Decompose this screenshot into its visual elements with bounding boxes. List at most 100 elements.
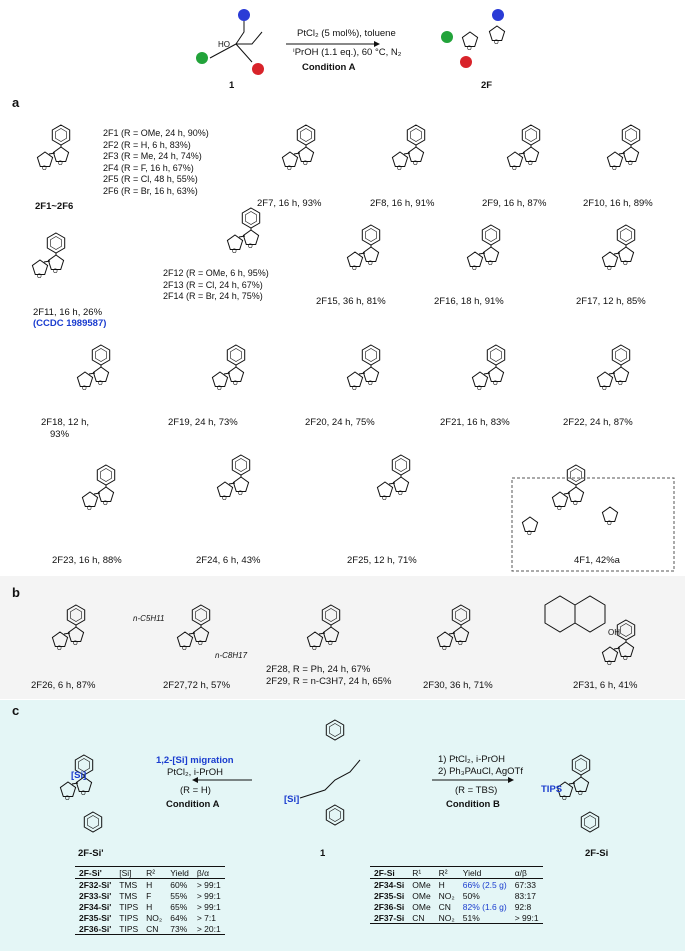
label-n-pentyl: n-C5H11 <box>133 614 165 623</box>
cell: 2F34-Si <box>374 879 405 890</box>
cell: OMe <box>412 901 431 912</box>
header-product-label: 2F <box>481 80 493 91</box>
caption-2f18-yield: 93% <box>50 429 70 440</box>
cell: 67:33 <box>514 879 536 890</box>
caption-2f15: 2F15, 36 h, 81% <box>316 296 386 307</box>
col-header: [Si] <box>115 866 143 879</box>
header-sm-label: 1 <box>229 80 235 91</box>
caption-2f27: 2F27,72 h, 57% <box>163 680 231 691</box>
caption-2f26: 2F26, 6 h, 87% <box>31 680 96 691</box>
col-header: R² <box>434 866 459 879</box>
cell: 2F36-Si <box>374 901 405 912</box>
cell: OMe <box>412 890 431 901</box>
caption-2f1-2f6: 2F1~2F6 <box>35 201 74 212</box>
si-label-sm: [Si] <box>284 794 300 805</box>
cell: H <box>438 879 445 890</box>
list-item: 2F2 (R = H, 6 h, 83%) <box>103 139 191 150</box>
cell: 55% <box>170 890 188 901</box>
cell: 92:8 <box>514 901 532 912</box>
caption-4f1: 4F1, 42%a <box>574 555 620 566</box>
col-header: 2F-Si' <box>75 866 116 879</box>
left-arrow-reagent: PtCl₂, i-PrOH <box>167 767 223 778</box>
left-arrow-cond: (R = H) <box>180 785 211 796</box>
cell: NO₂ <box>146 912 163 923</box>
cell: > 7:1 <box>196 912 216 923</box>
caption-2f30: 2F30, 36 h, 71% <box>423 680 493 691</box>
caption-2f25: 2F25, 12 h, 71% <box>347 555 417 566</box>
list-2f1-2f6: 2F1 (R = OMe, 24 h, 90%) 2F2 (R = H, 6 h… <box>103 128 209 197</box>
cell: 82% (1.6 g) <box>462 901 507 912</box>
list-item: 2F6 (R = Br, 16 h, 63%) <box>103 185 198 196</box>
panel-b-background <box>0 576 685 699</box>
cell: 64% <box>170 912 188 923</box>
cell: 2F33-Si' <box>79 890 112 901</box>
cell: NO₂ <box>434 912 459 924</box>
caption-2f31: 2F31, 6 h, 41% <box>573 680 638 691</box>
cell: TMS <box>119 879 138 890</box>
c-sm-label: 1 <box>320 848 326 859</box>
caption-2f11: 2F11, 16 h, 26% <box>33 307 103 318</box>
left-condition: Condition A <box>166 799 220 810</box>
group-b-structures <box>52 595 634 667</box>
r2-atom <box>252 63 264 75</box>
group-c-structures <box>60 719 600 833</box>
header-reagent-1: PtCl₂ (5 mol%), toluene <box>297 28 396 39</box>
right-product-label: 2F-Si <box>585 848 609 859</box>
caption-2f7: 2F7, 16 h, 93% <box>257 198 322 209</box>
cell: 2F34-Si' <box>79 901 112 912</box>
cell: H <box>146 879 153 890</box>
cell: F <box>146 890 152 901</box>
caption-2f24: 2F24, 6 h, 43% <box>196 555 261 566</box>
cell: TIPS <box>115 923 143 935</box>
left-product-label: 2F-Si' <box>78 848 104 859</box>
4f1-dashed-box <box>511 477 675 572</box>
caption-2f28: 2F28, R = Ph, 24 h, 67% <box>266 664 371 675</box>
header-scheme <box>196 9 506 75</box>
caption-2f8: 2F8, 16 h, 91% <box>370 198 435 209</box>
label-n-octyl: n-C8H17 <box>215 651 248 660</box>
cell: H <box>146 901 153 912</box>
cell: TIPS <box>119 901 139 912</box>
col-header: Yield <box>458 866 511 879</box>
cell: 83:17 <box>514 890 536 901</box>
si-label: [Si] <box>71 770 87 781</box>
header-condition: Condition A <box>302 62 356 73</box>
header-ho-label: HO <box>218 40 230 49</box>
r3-atom <box>196 52 208 64</box>
caption-2f21: 2F21, 16 h, 83% <box>440 417 510 428</box>
right-condition: Condition B <box>446 799 500 810</box>
table-header-row: 2F-Si' [Si] R² Yield β/α <box>75 866 225 879</box>
cell: CN <box>408 912 435 924</box>
caption-2f10: 2F10, 16 h, 89% <box>583 198 653 209</box>
caption-2f29: 2F29, R = n-C3H7, 24 h, 65% <box>266 676 392 687</box>
panel-label-a: a <box>12 95 20 110</box>
cell: 65% <box>170 901 188 912</box>
cell: 66% (2.5 g) <box>462 879 507 890</box>
col-header: R² <box>142 866 167 879</box>
list-item: 2F5 (R = Cl, 48 h, 55%) <box>103 174 198 184</box>
panel-label-c: c <box>12 703 20 718</box>
list-item: 2F12 (R = OMe, 6 h, 95%) <box>163 268 269 278</box>
cell: TMS <box>119 890 138 901</box>
cell: > 99:1 <box>196 879 221 890</box>
cell: 51% <box>458 912 511 924</box>
col-header: 2F-Si <box>370 866 409 879</box>
list-2f12-2f14: 2F12 (R = OMe, 6 h, 95%) 2F13 (R = Cl, 2… <box>163 268 269 303</box>
right-cond: (R = TBS) <box>455 785 498 796</box>
cell: TIPS <box>119 912 139 923</box>
caption-2f22: 2F22, 24 h, 87% <box>563 417 633 428</box>
col-header: Yield <box>166 866 193 879</box>
ccdc-link[interactable]: (CCDC 1989587) <box>33 318 107 329</box>
list-item: 2F3 (R = Me, 24 h, 74%) <box>103 151 202 161</box>
right-reagent-1: 1) PtCl₂, i-PrOH <box>438 754 506 765</box>
panel-label-b: b <box>12 585 20 600</box>
table-header-row: 2F-Si R¹ R² Yield α/β <box>370 866 543 879</box>
cell: > 20:1 <box>192 923 225 935</box>
